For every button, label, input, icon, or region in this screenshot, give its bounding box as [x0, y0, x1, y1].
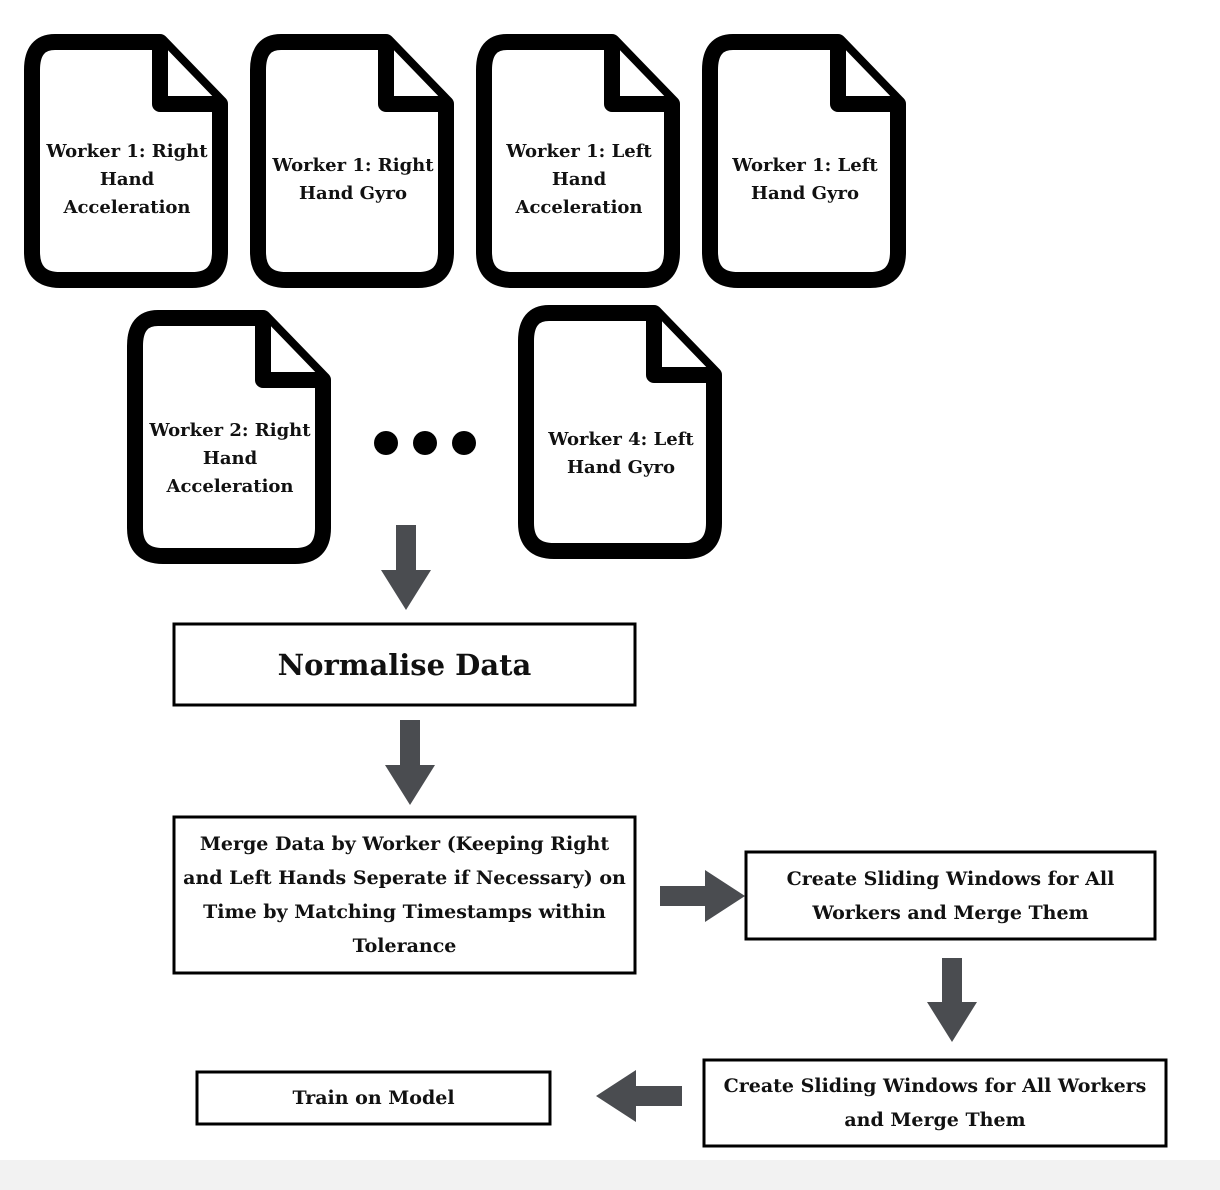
sliding-windows-box-1 [744, 850, 1157, 941]
arrow-down-icon [381, 525, 431, 610]
arrow-right-icon [660, 870, 745, 922]
merge-box [172, 815, 637, 975]
document-label-6: Worker 4: Left Hand Gyro [548, 429, 694, 478]
normalise-step-label: Normalise Data [277, 647, 532, 682]
document-icon-3 [476, 34, 680, 288]
arrow-down-icon [385, 720, 435, 805]
document-label-2: Worker 1: Right Hand Gyro [272, 155, 434, 204]
document-icon-5 [127, 310, 331, 564]
bottom-band [0, 1160, 1220, 1190]
sliding-windows-box-2 [702, 1058, 1168, 1148]
document-icon-4 [702, 34, 906, 288]
train-model-label: Train on Model [292, 1087, 455, 1109]
sliding-windows-label-2: Create Sliding Windows for All Workers a… [723, 1075, 1147, 1131]
ellipsis-dot [413, 431, 437, 455]
arrow-left-icon [596, 1070, 682, 1122]
document-label-4: Worker 1: Left Hand Gyro [732, 155, 878, 204]
ellipsis-icon [374, 431, 476, 455]
document-icon-2 [250, 34, 454, 288]
sliding-windows-label-1: Create Sliding Windows for All Workers a… [786, 867, 1115, 924]
document-label-5: Worker 2: Right Hand Acceleration [149, 420, 311, 497]
ellipsis-dot [374, 431, 398, 455]
document-icon-6 [518, 305, 722, 559]
document-label-3: Worker 1: Left Hand Acceleration [506, 141, 652, 218]
train-model-box [195, 1070, 552, 1126]
normalise-box [172, 622, 637, 707]
arrow-down-icon [927, 958, 977, 1042]
document-icon-1 [24, 34, 228, 288]
ellipsis-dot [452, 431, 476, 455]
merge-step-label: Merge Data by Worker (Keeping Right and … [183, 833, 626, 957]
document-label-1: Worker 1: Right Hand Acceleration [46, 141, 208, 218]
